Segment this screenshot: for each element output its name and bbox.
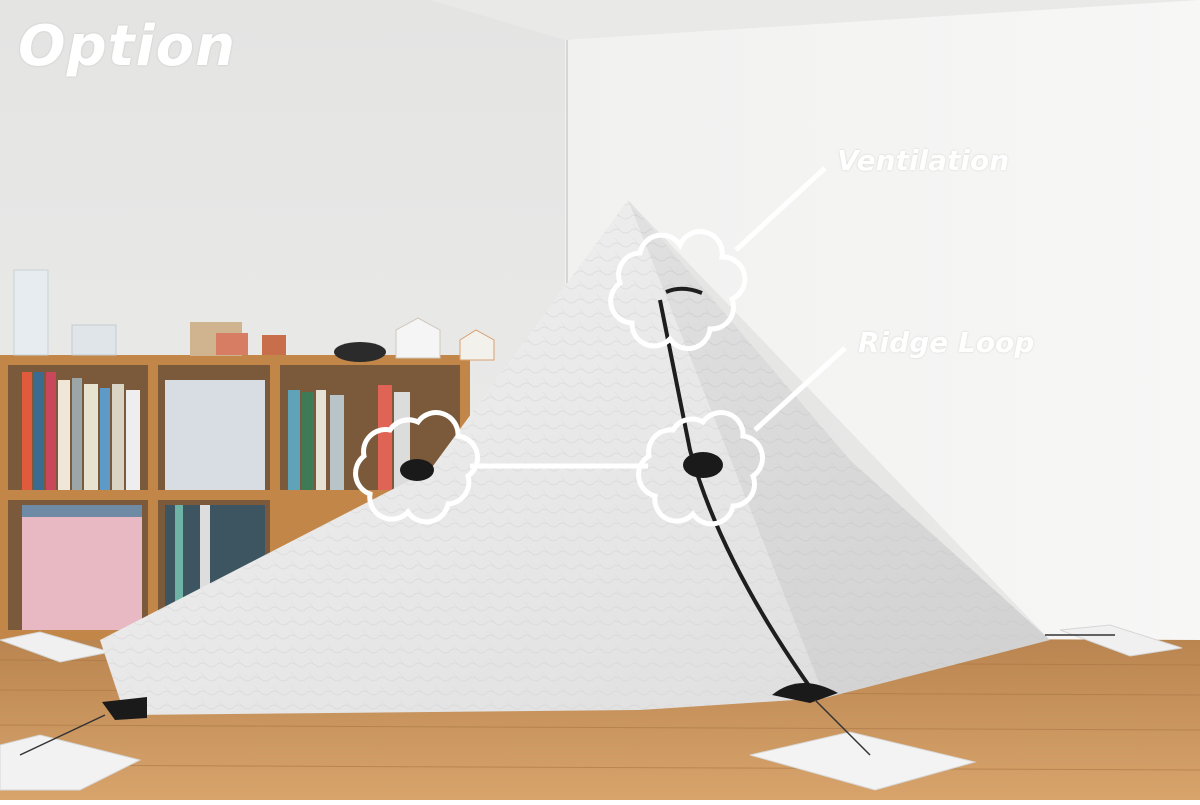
base-tile-front — [749, 731, 977, 791]
callout-line-ridge-loop — [753, 346, 847, 432]
callout-ring-ventilation — [608, 229, 748, 351]
callout-line-ventilation — [734, 166, 827, 252]
base-tile-right — [1059, 624, 1183, 657]
callout-ring-ridge-left — [353, 410, 480, 525]
annotation-overlay — [353, 166, 847, 527]
callout-ring-ridge-right — [636, 410, 765, 527]
ceiling — [400, 0, 1200, 40]
pyramid-tent — [19, 200, 1115, 756]
page-title: Option — [18, 14, 236, 79]
callout-label-ventilation: Ventilation — [837, 144, 1010, 177]
callout-label-ridge-loop: Ridge Loop — [858, 326, 1035, 359]
